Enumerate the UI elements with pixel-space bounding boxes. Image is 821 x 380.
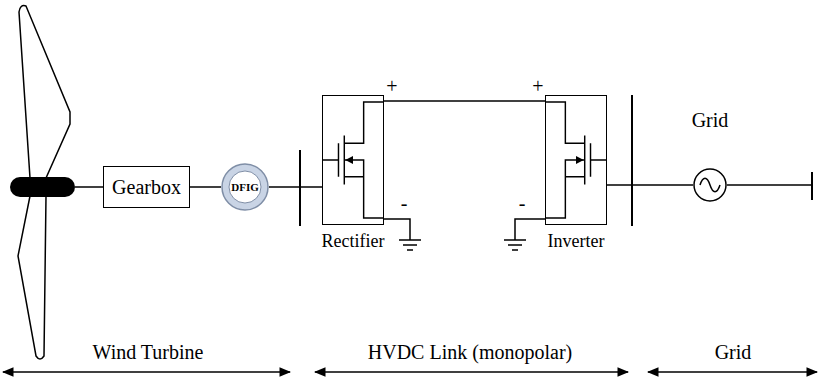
node-label: Grid (692, 109, 729, 132)
grid-wire (727, 184, 812, 186)
node-label: Inverter (548, 231, 605, 252)
turbine-hub (10, 177, 75, 197)
connector-line (269, 186, 322, 188)
ac-source-symbol (693, 168, 727, 202)
ground-symbol (504, 240, 526, 250)
ground-wire (384, 219, 410, 240)
section-label: HVDC Link (monopolar) (368, 341, 572, 364)
transistor-arrow (576, 156, 584, 164)
connector-line (607, 184, 693, 186)
converter-box: Rectifier (322, 95, 384, 225)
sine-wave (700, 178, 720, 192)
ac-source-circle (694, 169, 726, 201)
generator-circle: DFIG (221, 163, 269, 211)
node-label: Gearbox (112, 176, 181, 199)
transistor-arrow (345, 156, 353, 164)
gearbox-box: Gearbox (103, 166, 190, 208)
transistor-symbol (546, 102, 606, 218)
ground-wire (515, 219, 545, 240)
connector-line (384, 100, 545, 102)
section-label: Grid (715, 341, 752, 364)
generator-ring (222, 164, 268, 210)
bus-bar (631, 95, 633, 226)
ground-symbol (399, 240, 421, 250)
node-label: DFIG (231, 181, 259, 194)
polarity-sign: + (386, 75, 397, 98)
turbine-blade (19, 6, 70, 178)
generator-core (229, 171, 261, 203)
polarity-sign: - (519, 192, 526, 215)
node-label: Rectifier (322, 231, 385, 252)
bus-bar (299, 150, 301, 226)
span-arrow (648, 371, 817, 372)
grid-source: Grid (693, 168, 727, 202)
transistor-symbol (323, 102, 383, 218)
transistor-leads (546, 102, 606, 218)
section-label: Wind Turbine (93, 341, 204, 364)
shaft-line (75, 186, 103, 188)
converter-box: Inverter (545, 95, 607, 225)
transistor-leads (323, 102, 383, 218)
polarity-sign: + (532, 75, 543, 98)
bus-bar (811, 172, 813, 200)
transistor-symbol (546, 96, 606, 224)
span-arrow (315, 371, 628, 372)
polarity-sign: - (401, 192, 408, 215)
span-arrow (3, 371, 290, 372)
connector-line (190, 186, 221, 188)
turbine-blade (18, 196, 46, 359)
transistor-symbol (323, 96, 383, 224)
